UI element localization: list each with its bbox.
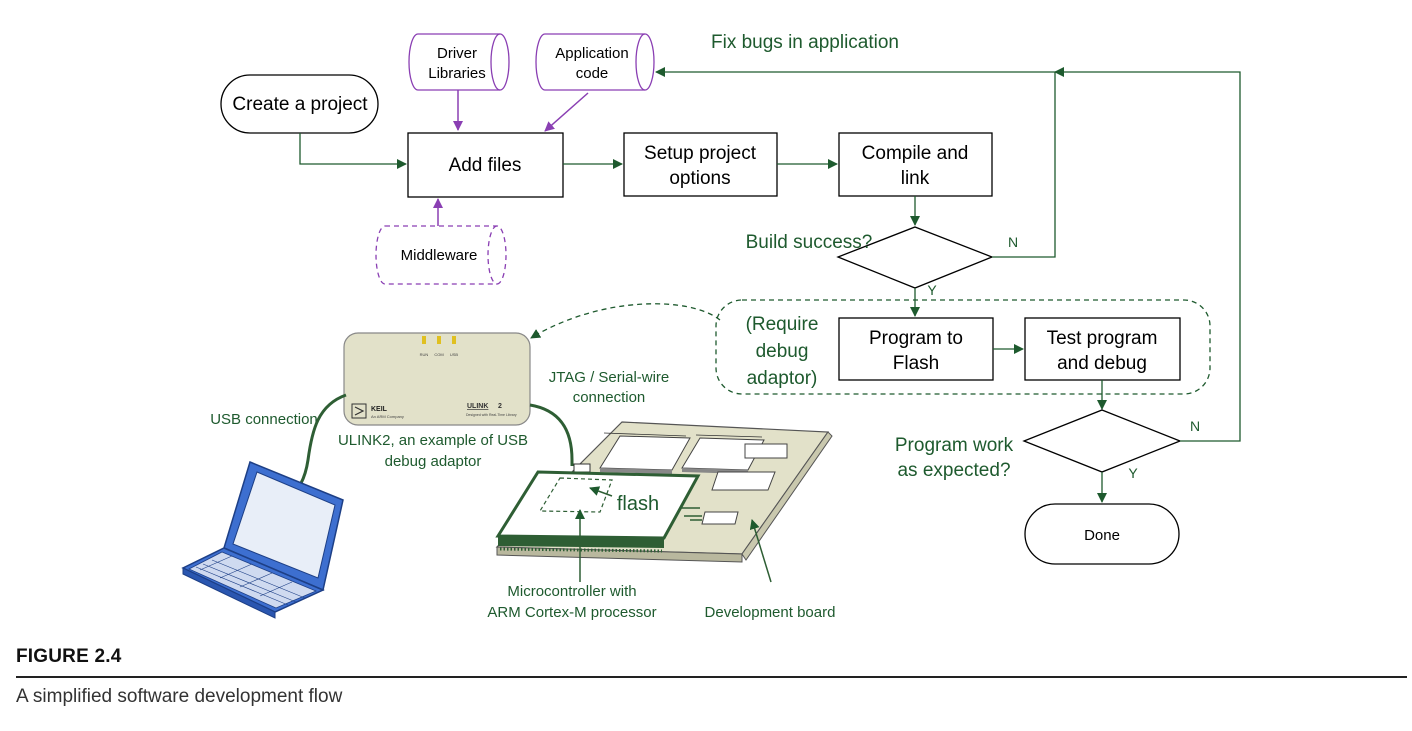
figure-number: FIGURE 2.4 [16,646,122,667]
board-chip-2 [681,437,765,474]
require-debug-line3: adaptor) [747,368,818,389]
setup-options-line1: Setup project [644,143,757,164]
create-project-node: Create a project [220,74,379,134]
debug-required-region [715,299,1211,395]
application-code-line2: code [576,65,609,82]
keil-logo-icon [351,403,367,419]
ulink-logo-sub: Designed with Real-Time Library [466,413,517,417]
add-files-label: Add files [449,155,522,176]
setup-options-line2: options [669,168,730,189]
application-code-line1: Application [555,45,628,62]
build-yes-label: Y [927,282,937,298]
arrow-work-fail-loop [1054,67,1241,442]
led-label-com: COM [434,352,443,357]
arrow-flash [589,486,613,497]
program-flash-line2: Flash [893,353,939,374]
middleware-label: Middleware [401,247,478,264]
led-label-usb: USB [450,352,459,357]
mcu-line1: Microcontroller with [507,583,636,600]
arrow-to-board [749,519,772,583]
jtag-connector [573,463,591,473]
arrow-debug-to-ulink [530,303,721,339]
ulink2-adaptor: RUN COM USB KEIL An ARM Company ULINK 2 … [343,332,531,426]
program-flash-line1: Program to [869,328,963,349]
driver-libraries-line2: Libraries [428,65,486,82]
laptop-icon [181,460,344,619]
program-work-decision [1022,409,1182,473]
work-no-label: N [1190,418,1200,434]
require-debug-line1: (Require [746,314,819,335]
ulink-logo-text: ULINK [467,403,488,410]
development-board: flash [495,421,833,563]
done-label: Done [1084,527,1120,544]
figure-caption: A simplified software development flow [16,686,343,707]
jtag-line2: connection [573,389,646,406]
build-success-label: Build success? [746,232,873,253]
build-no-label: N [1008,234,1018,250]
done-node: Done [1024,503,1180,565]
arrow-app-to-add [544,92,589,132]
ulink-logo-num: 2 [498,403,502,410]
led-com [437,336,441,344]
driver-libraries-line1: Driver [437,45,477,62]
arrow-build-fail-loop [655,67,1056,258]
program-work-line1: Program work [895,435,1014,456]
arrow-create-to-add [299,133,407,169]
mcu-line2: ARM Cortex-M processor [487,604,656,621]
add-files-node: Add files [407,132,564,198]
usb-connection-label: USB connection [210,411,318,428]
caption-divider [16,676,1407,678]
program-flash-node: Program to Flash [838,317,994,381]
program-work-line2: as expected? [897,460,1010,481]
setup-options-node: Setup project options [623,132,778,197]
middleware-cylinder: Middleware [375,225,507,285]
test-debug-node: Test program and debug [1024,317,1181,381]
led-usb [452,336,456,344]
flow-diagram: Create a project Add files Setup project… [181,32,1241,621]
flash-region [538,477,613,513]
microcontroller-chip [495,470,701,553]
board-component-2 [711,471,776,491]
application-code-cylinder: Application code [535,33,655,91]
board-component-3 [701,511,739,525]
keil-logo-sub: An ARM Company [371,414,404,419]
test-debug-line2: and debug [1057,353,1147,374]
compile-link-node: Compile and link [838,132,993,197]
driver-libraries-cylinder: Driver Libraries [408,33,510,91]
jtag-line1: JTAG / Serial-wire [549,369,670,386]
fix-bugs-label: Fix bugs in application [711,32,899,53]
compile-link-line2: link [901,168,930,189]
work-yes-label: Y [1128,465,1138,481]
test-debug-line1: Test program [1047,328,1158,349]
keil-logo-text: KEIL [371,406,388,413]
create-project-label: Create a project [232,94,368,115]
board-chip-1 [599,435,691,474]
dev-board-label: Development board [705,604,836,621]
ulink2-desc-line2: debug adaptor [385,453,482,470]
led-run [422,336,426,344]
require-debug-line2: debug [756,341,809,362]
flash-label: flash [617,493,659,515]
board-component-1 [744,443,788,459]
led-label-run: RUN [420,352,429,357]
jtag-cable [529,403,574,466]
ulink2-desc-line1: ULINK2, an example of USB [338,432,528,449]
compile-link-line1: Compile and [862,143,969,164]
